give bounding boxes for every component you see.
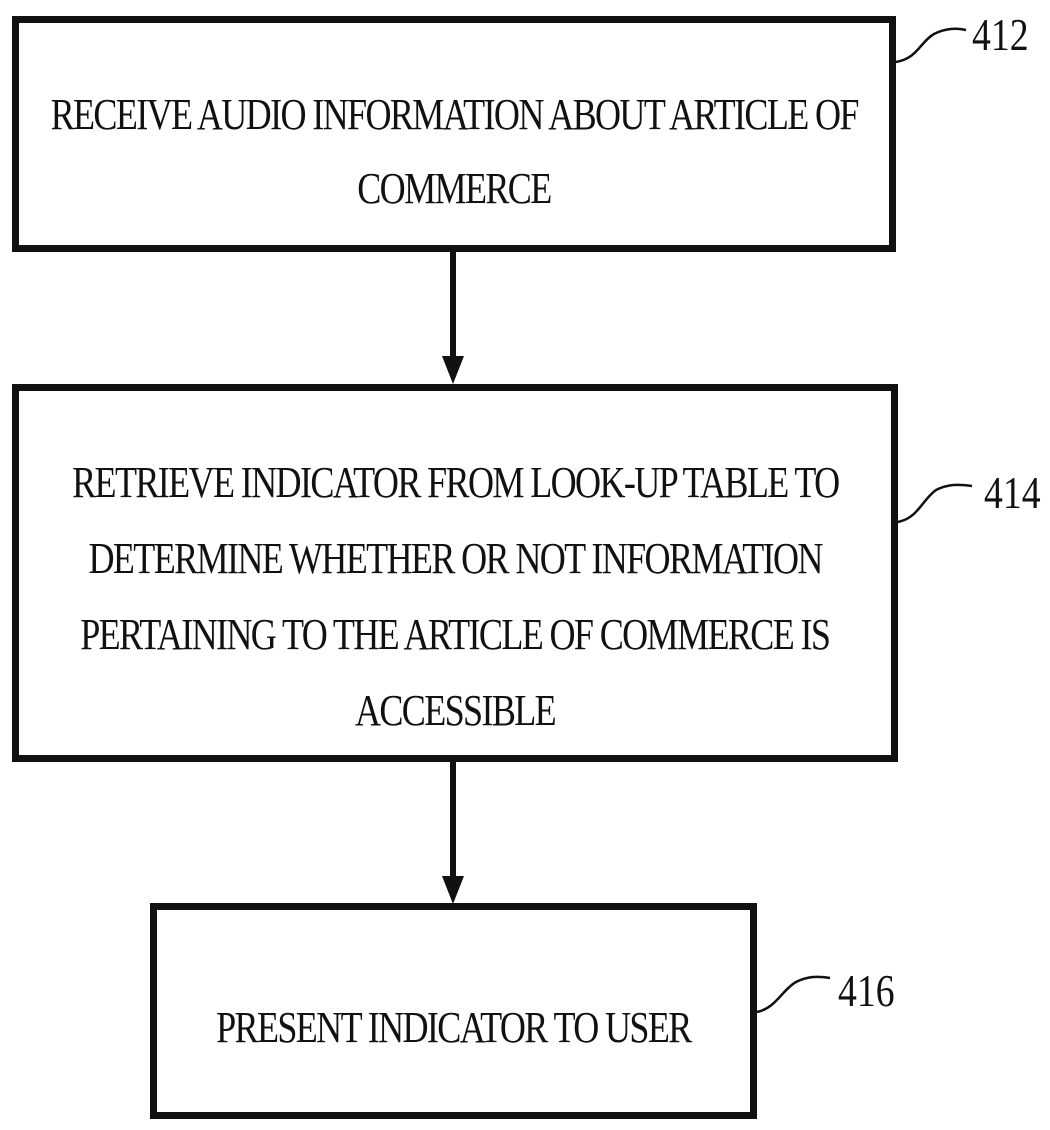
leader-412 (896, 29, 966, 62)
step-414-text-line-2: DETERMINE WHETHER OR NOT INFORMATION (88, 537, 821, 581)
leader-416 (757, 977, 830, 1012)
reference-numeral-412: 412 (972, 12, 1029, 58)
step-412-text-line-2: COMMERCE (357, 167, 550, 211)
step-414-text-line-4: ACCESSIBLE (355, 689, 555, 733)
leader-414 (898, 485, 972, 522)
reference-numeral-414: 414 (984, 470, 1041, 516)
reference-numeral-416: 416 (838, 968, 895, 1014)
arrow-412-to-414-head (442, 356, 464, 384)
step-412-text-line-1: RECEIVE AUDIO INFORMATION ABOUT ARTICLE … (50, 93, 857, 137)
arrow-414-to-416-head (442, 876, 464, 904)
step-414-text-line-1: RETRIEVE INDICATOR FROM LOOK-UP TABLE TO (72, 461, 838, 505)
step-box-416: PRESENT INDICATOR TO USER (150, 903, 757, 1119)
step-box-414: RETRIEVE INDICATOR FROM LOOK-UP TABLE TO… (12, 384, 898, 762)
step-414-text-line-3: PERTAINING TO THE ARTICLE OF COMMERCE IS (80, 613, 829, 657)
step-box-412: RECEIVE AUDIO INFORMATION ABOUT ARTICLE … (12, 16, 896, 252)
step-416-text-line-1: PRESENT INDICATOR TO USER (216, 1006, 691, 1050)
